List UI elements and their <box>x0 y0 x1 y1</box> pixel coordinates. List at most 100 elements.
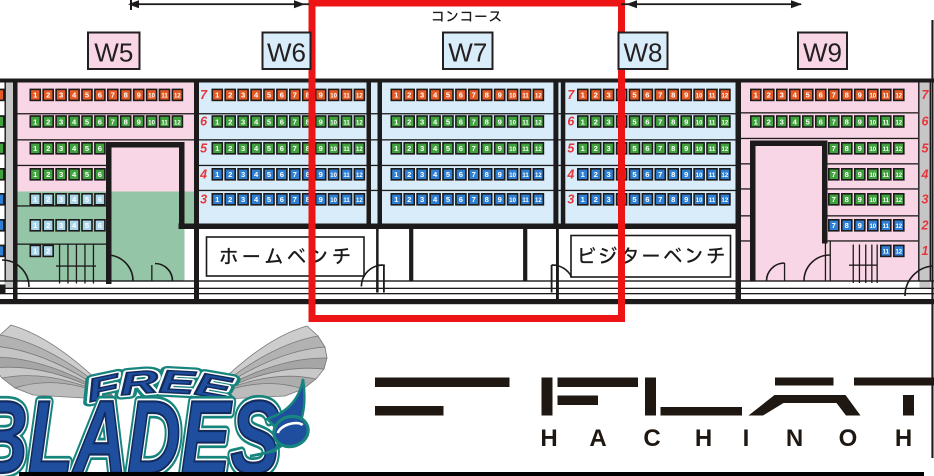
svg-text:9: 9 <box>858 144 862 153</box>
svg-text:6: 6 <box>819 117 823 126</box>
svg-text:12: 12 <box>535 147 542 153</box>
svg-text:BLADES: BLADES <box>0 380 280 476</box>
svg-text:2: 2 <box>46 221 50 230</box>
svg-text:4: 4 <box>433 195 438 204</box>
svg-text:4: 4 <box>254 170 259 179</box>
svg-text:7: 7 <box>567 88 575 102</box>
svg-text:5: 5 <box>267 144 272 153</box>
svg-text:O: O <box>839 425 858 452</box>
svg-text:H: H <box>695 425 712 452</box>
svg-text:W7: W7 <box>448 38 487 68</box>
svg-text:12: 12 <box>895 120 902 126</box>
svg-text:8: 8 <box>485 195 489 204</box>
svg-text:11: 11 <box>343 198 350 204</box>
svg-text:12: 12 <box>722 173 729 179</box>
svg-text:12: 12 <box>356 173 363 179</box>
svg-text:12: 12 <box>722 94 729 100</box>
svg-text:8: 8 <box>845 144 849 153</box>
svg-text:2: 2 <box>921 219 929 233</box>
svg-text:3: 3 <box>59 221 63 230</box>
svg-text:5: 5 <box>85 221 90 230</box>
svg-text:8: 8 <box>306 170 310 179</box>
svg-text:12: 12 <box>895 198 902 204</box>
svg-text:8: 8 <box>671 195 675 204</box>
svg-text:4: 4 <box>793 91 798 100</box>
svg-text:11: 11 <box>883 224 890 230</box>
svg-text:3: 3 <box>606 170 610 179</box>
svg-text:1: 1 <box>394 170 399 179</box>
svg-text:2: 2 <box>594 144 598 153</box>
svg-text:9: 9 <box>137 117 141 126</box>
svg-text:10: 10 <box>330 120 337 126</box>
svg-text:1: 1 <box>581 195 586 204</box>
svg-text:1: 1 <box>215 117 220 126</box>
svg-text:3: 3 <box>606 91 610 100</box>
svg-text:W8: W8 <box>624 38 663 68</box>
svg-text:3: 3 <box>567 193 574 207</box>
svg-text:8: 8 <box>124 117 128 126</box>
svg-text:6: 6 <box>98 195 102 204</box>
svg-text:6: 6 <box>459 144 463 153</box>
svg-text:A: A <box>589 425 606 452</box>
svg-text:3: 3 <box>780 117 784 126</box>
svg-text:4: 4 <box>72 117 77 126</box>
svg-text:5: 5 <box>85 91 90 100</box>
svg-text:4: 4 <box>254 91 259 100</box>
svg-text:8: 8 <box>845 117 849 126</box>
svg-text:7: 7 <box>658 144 662 153</box>
svg-text:6: 6 <box>922 115 930 129</box>
svg-text:4: 4 <box>72 221 77 230</box>
svg-text:11: 11 <box>522 94 529 100</box>
svg-text:7: 7 <box>658 195 662 204</box>
svg-text:1: 1 <box>33 221 38 230</box>
svg-text:2: 2 <box>46 195 50 204</box>
svg-text:5: 5 <box>85 170 90 179</box>
svg-text:10: 10 <box>330 198 337 204</box>
svg-text:9: 9 <box>858 117 862 126</box>
svg-text:3: 3 <box>241 144 245 153</box>
svg-text:5: 5 <box>446 170 451 179</box>
svg-text:3: 3 <box>241 117 245 126</box>
svg-text:5: 5 <box>446 195 451 204</box>
svg-text:9: 9 <box>319 117 323 126</box>
svg-text:12: 12 <box>535 94 542 100</box>
svg-text:9: 9 <box>858 195 862 204</box>
svg-text:3: 3 <box>606 144 610 153</box>
svg-text:10: 10 <box>509 120 516 126</box>
svg-text:4: 4 <box>72 91 77 100</box>
svg-text:H: H <box>540 425 557 452</box>
svg-text:BLADES: BLADES <box>0 380 280 476</box>
svg-text:11: 11 <box>883 173 890 179</box>
svg-text:3: 3 <box>59 144 63 153</box>
svg-text:10: 10 <box>330 94 337 100</box>
svg-text:6: 6 <box>98 144 102 153</box>
svg-text:3: 3 <box>420 117 424 126</box>
svg-text:5: 5 <box>632 170 637 179</box>
svg-text:5: 5 <box>632 195 637 204</box>
svg-text:10: 10 <box>330 147 337 153</box>
svg-text:12: 12 <box>356 120 363 126</box>
svg-text:5: 5 <box>922 142 930 156</box>
svg-text:8: 8 <box>845 170 849 179</box>
svg-text:7: 7 <box>832 144 836 153</box>
svg-text:6: 6 <box>98 117 102 126</box>
svg-text:1: 1 <box>581 144 586 153</box>
svg-text:2: 2 <box>407 144 411 153</box>
svg-text:10: 10 <box>148 94 155 100</box>
svg-text:5: 5 <box>632 144 637 153</box>
svg-text:8: 8 <box>485 144 489 153</box>
svg-text:11: 11 <box>883 120 890 126</box>
svg-text:7: 7 <box>293 144 297 153</box>
svg-text:8: 8 <box>485 91 489 100</box>
svg-text:7: 7 <box>658 170 662 179</box>
svg-text:5: 5 <box>200 142 208 156</box>
svg-text:7: 7 <box>200 88 208 102</box>
svg-text:6: 6 <box>98 170 102 179</box>
svg-text:9: 9 <box>498 91 502 100</box>
svg-text:12: 12 <box>535 120 542 126</box>
svg-text:7: 7 <box>472 170 476 179</box>
svg-text:12: 12 <box>722 147 729 153</box>
svg-text:7: 7 <box>293 91 297 100</box>
svg-text:12: 12 <box>895 250 902 256</box>
svg-text:1: 1 <box>581 91 586 100</box>
